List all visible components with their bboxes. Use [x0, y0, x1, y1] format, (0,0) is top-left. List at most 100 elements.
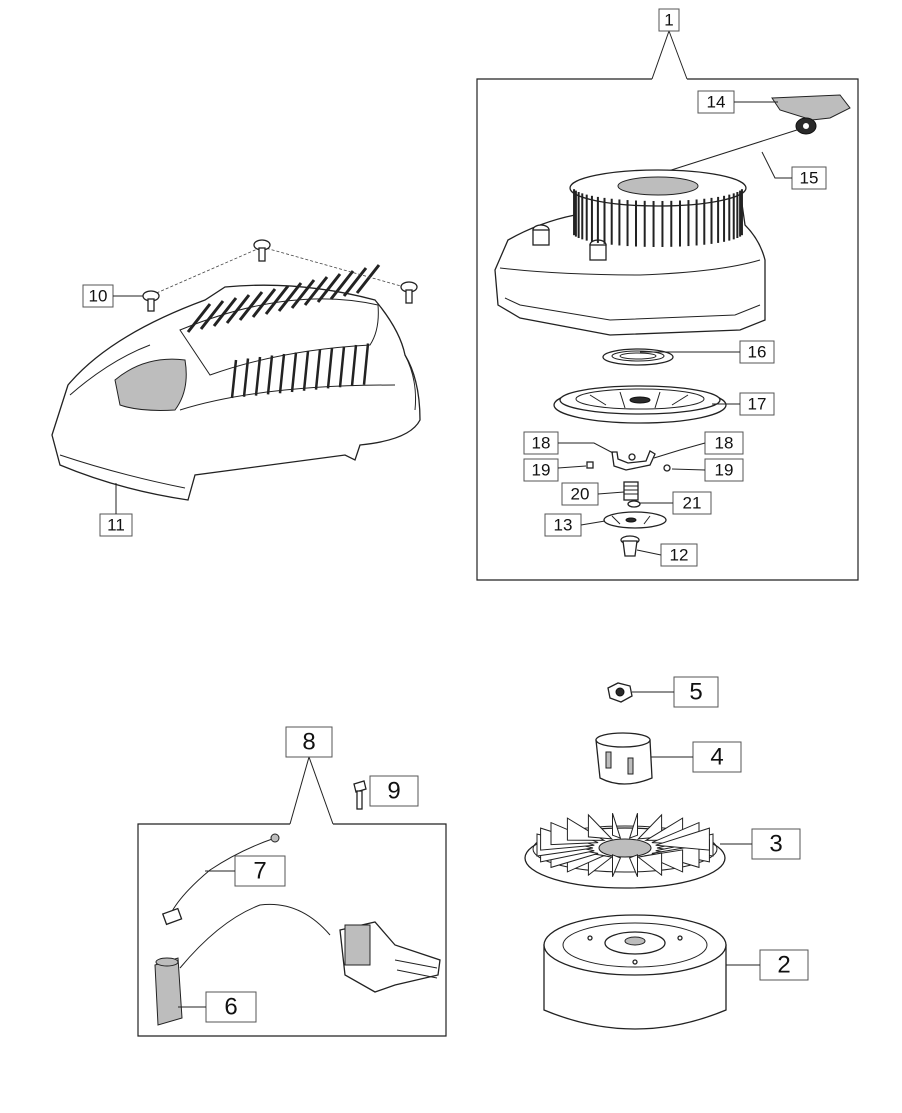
- side-vent: [350, 344, 358, 387]
- fan-blade: [628, 813, 638, 839]
- screw-right: [400, 281, 418, 304]
- engine-cover-part: [51, 284, 421, 501]
- callout-17-label: 17: [748, 395, 767, 414]
- callout-8-label: 8: [302, 729, 315, 756]
- starter-pawl-parts: [611, 450, 656, 471]
- callout-4-label: 4: [710, 744, 723, 771]
- grille-slat: [290, 279, 316, 309]
- callout-16-label: 16: [748, 343, 767, 362]
- side-vent: [266, 355, 274, 395]
- housing-fins: [573, 189, 743, 247]
- side-vent: [338, 346, 346, 388]
- callout-5: 5: [632, 676, 719, 708]
- callout-20: 20: [561, 482, 625, 506]
- callout-10: 10: [82, 284, 143, 308]
- callout-6-label: 6: [224, 994, 237, 1021]
- side-vent: [302, 350, 310, 391]
- pawl-spring-parts: [586, 461, 671, 472]
- screw-left: [142, 290, 160, 312]
- grille-slat: [329, 270, 355, 300]
- center-spring-part: [623, 481, 639, 501]
- callout-14: 14: [697, 90, 778, 114]
- callout-21: 21: [640, 491, 712, 515]
- grille-slat: [316, 273, 342, 303]
- ignition-coil-part: [154, 903, 441, 1026]
- starter-cup-part: [595, 732, 653, 785]
- starter-handle-part: [771, 94, 851, 135]
- fan-blade: [628, 854, 638, 877]
- grille-slat: [212, 297, 238, 327]
- grille-slat: [277, 282, 303, 312]
- callout-15-label: 15: [800, 169, 819, 188]
- grille-slat: [225, 294, 251, 324]
- starter-rope-part: [661, 128, 801, 174]
- grille-slat: [303, 276, 329, 306]
- starter-housing-part: [494, 169, 766, 336]
- callout-13-label: 13: [554, 516, 573, 535]
- callout-8: 8: [285, 726, 333, 758]
- coil-screw-part: [353, 780, 367, 810]
- fan-blade: [587, 813, 613, 840]
- callout-9-label: 9: [387, 778, 400, 805]
- callout-19-left: 19: [523, 458, 587, 482]
- callout-10-label: 10: [89, 287, 108, 306]
- side-vent: [254, 356, 262, 396]
- side-vent: [362, 343, 370, 385]
- starter-assembly-frame: [476, 30, 859, 581]
- callout-3: 3: [720, 828, 801, 860]
- callout-12: 12: [636, 543, 698, 567]
- callout-19-right-label: 19: [715, 461, 734, 480]
- recoil-spring-part: [602, 348, 674, 366]
- grille-slat: [186, 303, 212, 333]
- cover-grille: [186, 264, 381, 333]
- grille-slat: [251, 288, 277, 318]
- fan-blade: [655, 827, 710, 851]
- callout-2-label: 2: [777, 952, 790, 979]
- washer-part: [627, 500, 641, 508]
- callout-18-right: 18: [653, 431, 744, 459]
- ratchet-part: [603, 511, 667, 529]
- grille-slat: [199, 300, 225, 330]
- side-vent: [242, 358, 250, 397]
- flywheel-part: [543, 914, 727, 1030]
- fan-blade: [612, 813, 622, 839]
- grille-slat: [355, 264, 381, 294]
- callout-2: 2: [726, 949, 809, 981]
- screw-top: [253, 239, 271, 262]
- side-vent: [230, 359, 238, 399]
- callout-7: 7: [205, 855, 286, 887]
- callout-18-left-label: 18: [532, 434, 551, 453]
- callout-9: 9: [369, 775, 419, 807]
- ignition-wire-part: [161, 833, 280, 926]
- callout-6: 6: [178, 991, 257, 1023]
- fan-blade: [612, 854, 622, 877]
- callout-11-label: 11: [107, 516, 125, 535]
- grille-slat: [238, 291, 264, 321]
- cover-side-vents: [230, 343, 370, 399]
- callout-18-right-label: 18: [715, 434, 734, 453]
- callout-20-label: 20: [571, 485, 590, 504]
- callout-21-label: 21: [683, 494, 702, 513]
- callout-12-label: 12: [670, 546, 689, 565]
- callout-14-label: 14: [707, 93, 726, 112]
- starter-pulley-part: [553, 385, 727, 424]
- center-bolt-part: [620, 535, 640, 557]
- callout-5-label: 5: [689, 679, 702, 706]
- fan-blade: [637, 852, 663, 877]
- ignition-assembly-frame: [137, 756, 447, 1037]
- side-vent: [326, 347, 334, 389]
- fan-blades: [536, 813, 714, 877]
- callout-13: 13: [544, 513, 606, 537]
- callout-19-right: 19: [671, 458, 744, 482]
- callout-4: 4: [651, 741, 742, 773]
- callout-3-label: 3: [769, 831, 782, 858]
- callout-1-label: 1: [664, 11, 673, 30]
- grille-slat: [264, 285, 290, 315]
- callout-7-label: 7: [253, 858, 266, 885]
- callout-17: 17: [712, 392, 775, 416]
- side-vent: [278, 353, 286, 394]
- side-vent: [314, 349, 322, 390]
- callout-19-left-label: 19: [532, 461, 551, 480]
- callout-11: 11: [99, 483, 133, 537]
- flywheel-nut-part: [607, 682, 633, 703]
